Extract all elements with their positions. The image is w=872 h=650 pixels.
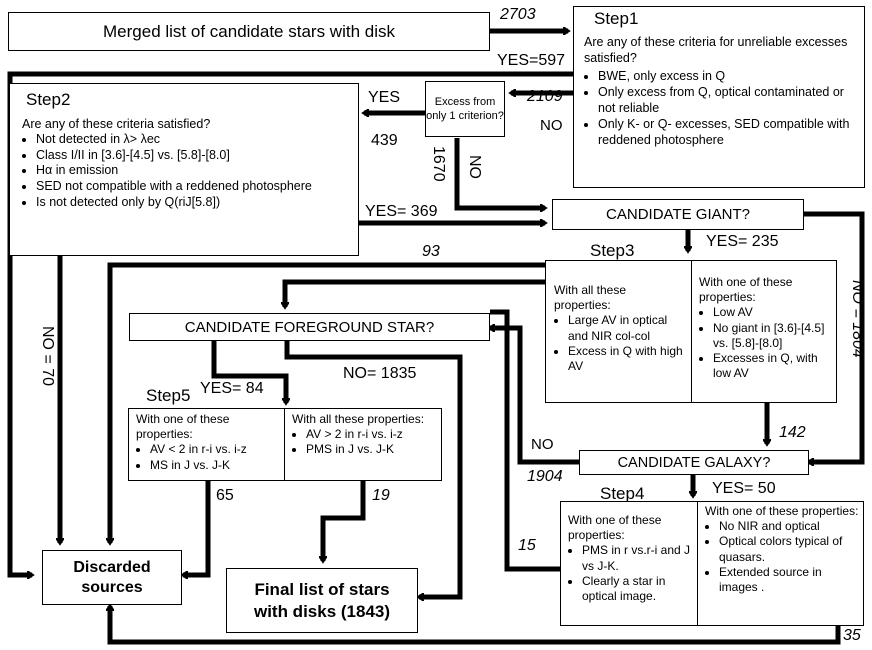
- candidate-foreground-box: CANDIDATE FOREGROUND STAR?: [129, 313, 490, 341]
- step1-item: Only K- or Q- excesses, SED compatible w…: [598, 116, 856, 148]
- no-1835: NO= 1835: [343, 365, 417, 382]
- step3-box: With all these properties: Large AV in o…: [545, 260, 837, 403]
- count-93: 93: [422, 243, 440, 260]
- candidate-giant-label: CANDIDATE GIANT?: [606, 206, 750, 223]
- no-label-b: NO: [466, 155, 483, 179]
- step5-right-item: AV > 2 in r-i vs. i-z: [306, 427, 440, 442]
- yes-label-a: YES: [368, 89, 401, 106]
- count-2703: 2703: [500, 6, 536, 23]
- step4-left-item: PMS in r vs.r-i and J vs J-K.: [582, 543, 694, 573]
- step2-item: Hα in emission: [36, 163, 350, 179]
- arrow-giant-galaxy: [803, 211, 865, 462]
- yes-235: YES= 235: [706, 233, 779, 250]
- merged-list-box: Merged list of candidate stars with disk: [8, 12, 490, 51]
- step5-box: With one of these properties: AV < 2 in …: [128, 408, 442, 481]
- step5-left-item: MS in J vs. J-K: [150, 458, 281, 473]
- arrow-step5-discarded: [183, 481, 211, 575]
- arrow-step1-discarded: [7, 71, 573, 575]
- step3-title: Step3: [590, 241, 635, 260]
- step1-box: Step1 Are any of these criteria for unre…: [573, 6, 865, 188]
- arrow-foreground-step5: [211, 341, 286, 403]
- step3-right-item: No giant in [3.6]-[4.5] vs. [5.8]-[8.0]: [713, 321, 833, 351]
- candidate-foreground-label: CANDIDATE FOREGROUND STAR?: [184, 318, 435, 336]
- count-2109: 2109: [527, 88, 563, 105]
- discarded-label-line1: Discarded: [73, 558, 151, 576]
- arrow-foreground-final: [284, 341, 463, 597]
- step2-item: Not detected in λ> λec: [36, 132, 350, 148]
- arrow-step4-discarded: [110, 606, 841, 645]
- step5-right-item: PMS in J vs. J-K: [306, 442, 440, 457]
- step4-left-item: Clearly a star in optical image.: [582, 574, 694, 604]
- no-label-c: NO: [531, 436, 554, 453]
- count-15: 15: [518, 537, 536, 554]
- candidate-giant-box: CANDIDATE GIANT?: [552, 199, 804, 230]
- step5-right-heading: With all these properties:: [292, 412, 425, 426]
- step3-right-item: Excesses in Q, with low AV: [713, 351, 833, 381]
- step2-box: Step2 Are any of these criteria satisfie…: [9, 83, 359, 256]
- step5-left-heading: With one of these properties:: [136, 412, 230, 442]
- step4-right-item: Extended source in images .: [719, 565, 861, 595]
- discarded-sources-box: Discarded sources: [42, 550, 182, 605]
- count-439: 439: [371, 132, 398, 149]
- step1-item: Only excess from Q, optical contaminated…: [598, 84, 856, 116]
- arrow-step4-final: [490, 309, 560, 572]
- step2-title: Step2: [26, 90, 71, 109]
- step2-item: Class I/II in [3.6]-[4.5] vs. [5.8]-[8.0…: [36, 148, 350, 164]
- excess-decision-box: Excess from only 1 criterion?: [425, 81, 505, 137]
- yes-597: YES=597: [497, 52, 566, 69]
- step3-right-heading: With one of these properties:: [699, 275, 793, 305]
- candidate-galaxy-label: CANDIDATE GALAXY?: [617, 454, 771, 471]
- step2-item: Is not detected only by Q(riJ[5.8]): [36, 195, 350, 211]
- count-35: 35: [843, 627, 861, 644]
- arrow-step5-final: [323, 481, 366, 561]
- step4-title: Step4: [600, 484, 645, 503]
- step4-box: With one of these properties: PMS in r v…: [560, 501, 864, 626]
- count-1904: 1904: [527, 468, 563, 485]
- step3-left-item: Excess in Q with high AV: [568, 344, 686, 374]
- step5-left-item: AV < 2 in r-i vs. i-z: [150, 442, 281, 457]
- final-label-line1: Final list of stars: [254, 579, 390, 599]
- step4-right-item: No NIR and optical: [719, 519, 861, 534]
- candidate-galaxy-box: CANDIDATE GALAXY?: [579, 450, 809, 475]
- no-label-a: NO: [540, 117, 563, 134]
- no-1804: NO = 1804: [849, 280, 866, 358]
- count-65: 65: [216, 487, 234, 504]
- final-list-box: Final list of stars with disks (1843): [226, 568, 418, 633]
- count-1670: 1670: [430, 146, 447, 182]
- step4-right-item: Optical colors typical of quasars.: [719, 534, 861, 564]
- discarded-label-line2: sources: [81, 578, 143, 596]
- step4-left-heading: With one of these properties:: [568, 513, 662, 543]
- step2-item: SED not compatible with a reddened photo…: [36, 179, 350, 195]
- step3-right-item: Low AV: [713, 305, 833, 320]
- yes-84: YES= 84: [200, 380, 264, 397]
- arrow-excess-giant: [454, 138, 545, 208]
- final-label-line2: with disks (1843): [253, 601, 391, 621]
- yes-369: YES= 369: [365, 203, 438, 220]
- step4-right-heading: With one of these properties:: [705, 504, 859, 518]
- arrow-step3-discarded: [110, 262, 545, 543]
- step1-question: Are any of these criteria for unreliable…: [584, 35, 848, 65]
- no-70: NO = 70: [39, 326, 56, 387]
- merged-list-label: Merged list of candidate stars with disk: [103, 21, 395, 41]
- step3-left-heading: With all these properties:: [554, 283, 627, 313]
- yes-50: YES= 50: [712, 480, 776, 497]
- arrow-step3-foreground: [285, 279, 545, 307]
- step1-title: Step1: [594, 9, 639, 28]
- step5-title: Step5: [146, 386, 191, 405]
- step3-left-item: Large AV in optical and NIR col-col: [568, 313, 686, 343]
- step2-question: Are any of these criteria satisfied?: [22, 117, 211, 131]
- count-19: 19: [372, 487, 390, 504]
- excess-decision-label: Excess from only 1 criterion?: [426, 96, 504, 122]
- count-142: 142: [779, 424, 806, 441]
- step1-item: BWE, only excess in Q: [598, 68, 856, 84]
